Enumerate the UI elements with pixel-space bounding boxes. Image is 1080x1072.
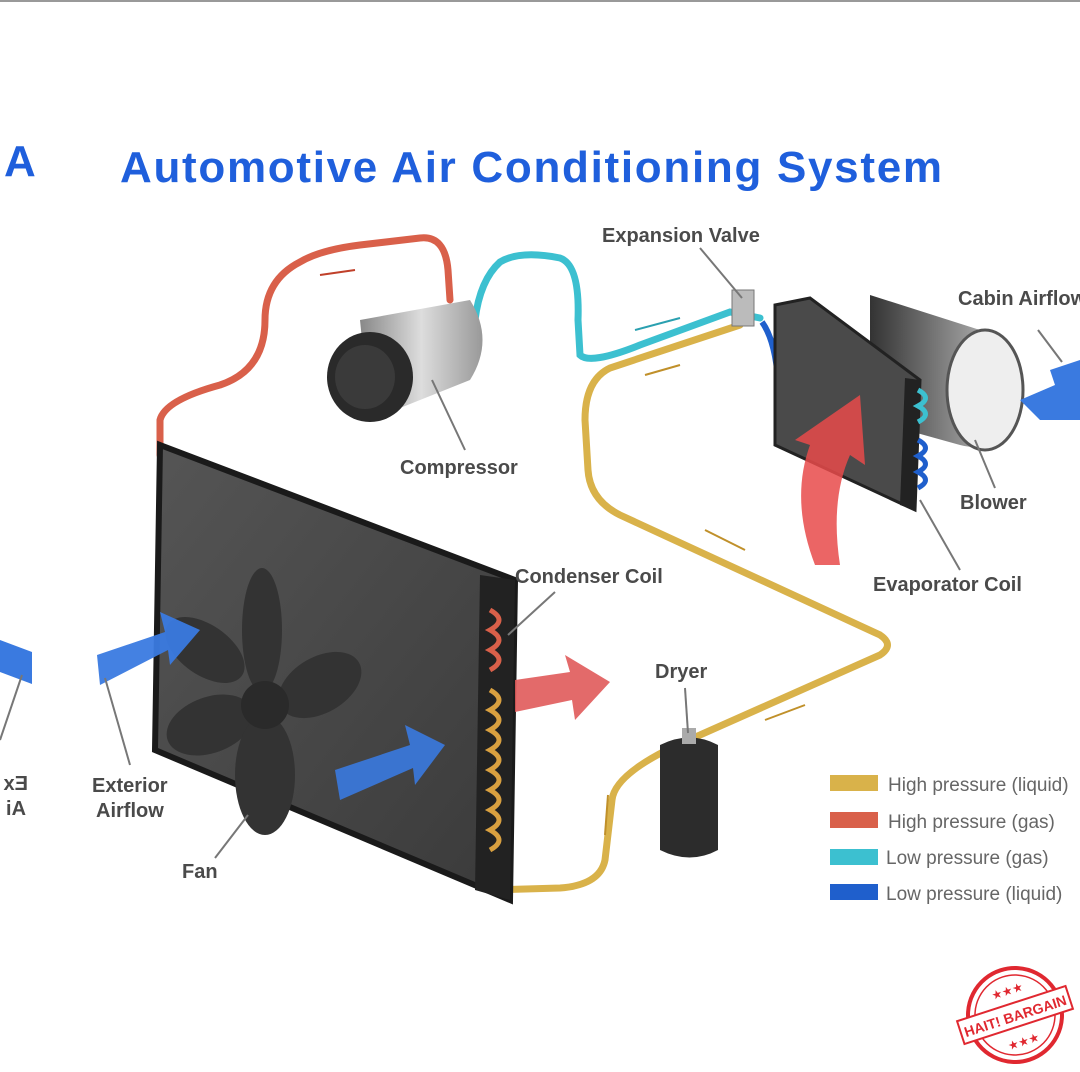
label-fan: Fan <box>182 861 218 883</box>
label-dryer: Dryer <box>655 661 707 683</box>
leader-line <box>0 674 23 741</box>
label-mirrored-ai: Ai <box>6 798 26 820</box>
leader-line <box>1037 329 1063 363</box>
legend-label: Low pressure (gas) <box>886 848 1049 869</box>
hot-air-arrow-icon <box>795 395 865 565</box>
pipe-high-pressure-liquid <box>486 321 891 894</box>
leader-line <box>919 499 961 571</box>
legend-swatch-low-gas <box>830 849 878 865</box>
exterior-airflow-arrow-icon <box>97 612 200 685</box>
label-airflow: Airflow <box>96 800 164 822</box>
label-compressor: Compressor <box>400 457 518 479</box>
leader-line <box>974 439 996 489</box>
legend-swatch-low-liquid <box>830 884 878 900</box>
title-fragment: A <box>4 137 36 186</box>
dryer <box>660 728 718 858</box>
pipe-high-pressure-gas <box>156 234 454 459</box>
label-exterior: Exterior <box>92 775 168 797</box>
leader-line <box>214 814 249 859</box>
label-blower: Blower <box>960 492 1027 514</box>
exterior-airflow-arrow-left-icon <box>0 640 32 684</box>
label-evaporator-coil: Evaporator Coil <box>873 574 1022 596</box>
legend-swatch-high-liquid <box>830 775 878 791</box>
flow-arrow-icon <box>604 794 609 836</box>
legend-label: Low pressure (liquid) <box>886 884 1062 905</box>
fan <box>165 568 362 835</box>
cabin-airflow-arrow-icon <box>1020 360 1080 420</box>
hot-exhaust-arrow-icon <box>515 655 610 720</box>
label-mirrored-ex: Ex <box>4 773 28 795</box>
legend-label: High pressure (gas) <box>888 812 1055 833</box>
leader-line <box>684 687 689 734</box>
haiti-bargain-stamp: HAIT! BARGAIN ★★★ ★★★ <box>955 966 1075 1064</box>
label-expansion-valve: Expansion Valve <box>602 225 760 247</box>
legend-swatch-high-gas <box>830 812 878 828</box>
legend-label: High pressure (liquid) <box>888 775 1069 796</box>
svg-text:★★★: ★★★ <box>990 980 1025 1003</box>
pipe-low-pressure-gas <box>471 251 764 362</box>
flow-arrow-icon <box>764 704 806 721</box>
leader-line <box>431 379 466 451</box>
label-cabin-airflow: Cabin Airflow <box>958 288 1080 310</box>
flow-arrow-icon <box>704 529 746 551</box>
expansion-valve <box>731 289 755 327</box>
page-title: Automotive Air Conditioning System <box>120 143 942 192</box>
leader-line <box>507 591 556 636</box>
leader-line <box>104 677 131 766</box>
flow-arrow-icon <box>634 317 681 331</box>
top-border <box>0 0 1080 2</box>
through-airflow-arrow-icon <box>335 725 445 800</box>
flow-arrow-icon <box>319 269 356 276</box>
label-condenser-coil: Condenser Coil <box>515 566 663 588</box>
legend: High pressure (liquid) High pressure (ga… <box>830 775 1069 905</box>
leader-line <box>699 247 743 299</box>
compressor <box>327 300 483 422</box>
flow-arrow-icon <box>644 364 681 376</box>
